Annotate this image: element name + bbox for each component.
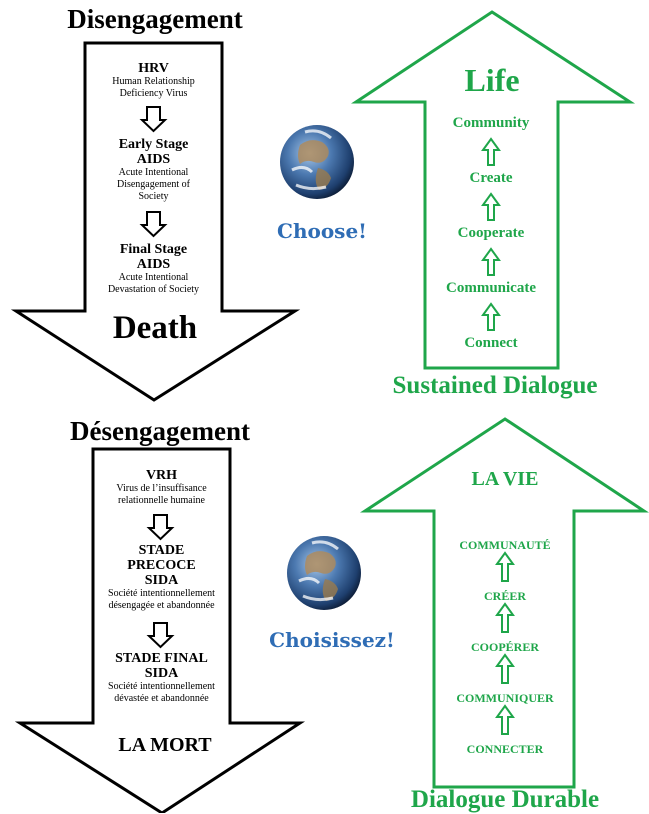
stade-precoce-block: STADE PRECOCE SIDA Société intentionnell… [92, 543, 231, 612]
stade-precoce-label: PRECOCE [127, 558, 196, 573]
final-stage-block: Final Stage AIDS Acute Intentional Devas… [88, 242, 219, 296]
vrh-desc: relationnelle humaine [118, 495, 205, 506]
down-arrow-icon [139, 106, 168, 133]
step-communiquer: COMMUNIQUER [456, 691, 554, 705]
choose-label: Choose! [277, 219, 367, 243]
hrv-block: HRV Human Relationship Deficiency Virus [88, 61, 219, 100]
stade-final-desc: dévastée et abandonnée [114, 693, 209, 704]
choisissez-label: Choisissez! [269, 628, 395, 652]
step-communaute: COMMUNAUTÉ [459, 538, 551, 552]
step-connect: Connect [464, 335, 518, 351]
step-communicate: Communicate [446, 280, 536, 296]
down-arrow-icon [139, 211, 168, 238]
final-stage-label: Final Stage [119, 242, 188, 257]
up-arrow-icon [495, 704, 515, 735]
down-arrow-icon [146, 514, 175, 541]
early-stage-block: Early Stage AIDS Acute Intentional Disen… [88, 137, 219, 203]
early-stage-desc: Society [138, 191, 169, 202]
step-cooperer: COOPÉRER [470, 640, 539, 654]
stade-final-desc: Société intentionnellement [108, 681, 215, 692]
up-arrow-icons [481, 137, 515, 735]
early-stage-desc: Acute Intentional [118, 167, 189, 178]
hrv-desc: Deficiency Virus [119, 88, 188, 99]
sustained-dialogue-label: Sustained Dialogue [392, 372, 598, 399]
death-label: Death [112, 310, 198, 346]
stade-final-label: STADE FINAL [115, 651, 208, 666]
disengagement-title: Disengagement [67, 4, 243, 34]
la-mort-label: LA MORT [118, 734, 212, 756]
final-stage-label: AIDS [136, 257, 171, 272]
desengagement-title: Désengagement [70, 416, 250, 446]
vrh-label: VRH [145, 468, 178, 483]
up-arrow-icon [481, 137, 501, 166]
early-stage-desc: Disengagement of [116, 179, 191, 190]
up-arrow-icon [481, 247, 501, 276]
la-vie-label: LA VIE [471, 468, 539, 490]
early-stage-label: AIDS [136, 152, 171, 167]
stade-final-label: SIDA [144, 666, 179, 681]
step-creer: CRÉER [483, 589, 526, 603]
up-arrow-icon [495, 653, 515, 684]
up-arrow-icon [495, 602, 515, 633]
stade-precoce-label: SIDA [144, 573, 179, 588]
final-stage-desc: Devastation of Society [107, 284, 200, 295]
stade-final-block: STADE FINAL SIDA Société intentionnellem… [92, 651, 231, 705]
earth-icon [280, 125, 354, 199]
hrv-label: HRV [138, 61, 169, 76]
stade-precoce-desc: Société intentionnellement [108, 588, 215, 599]
hrv-desc: Human Relationship [112, 76, 195, 87]
down-arrow-icons [139, 106, 175, 649]
vrh-block: VRH Virus de l’insuffisance relationnell… [96, 468, 227, 507]
stade-precoce-label: STADE [138, 543, 185, 558]
dialogue-durable-label: Dialogue Durable [410, 786, 600, 813]
step-cooperate: Cooperate [457, 225, 525, 241]
final-stage-desc: Acute Intentional [118, 272, 189, 283]
up-arrow-icon [481, 302, 501, 331]
life-label: Life [464, 62, 520, 98]
step-community: Community [452, 115, 530, 131]
stade-precoce-desc: désengagée et abandonnée [108, 600, 215, 611]
step-create: Create [469, 170, 513, 186]
down-arrow-icon [146, 622, 175, 649]
life-arrow-top [351, 10, 636, 370]
up-arrow-icon [481, 192, 501, 221]
earth-icon [287, 536, 361, 610]
step-connecter: CONNECTER [466, 742, 544, 756]
up-arrow-icon [495, 551, 515, 582]
early-stage-label: Early Stage [118, 137, 189, 152]
vrh-desc: Virus de l’insuffisance [116, 483, 207, 494]
